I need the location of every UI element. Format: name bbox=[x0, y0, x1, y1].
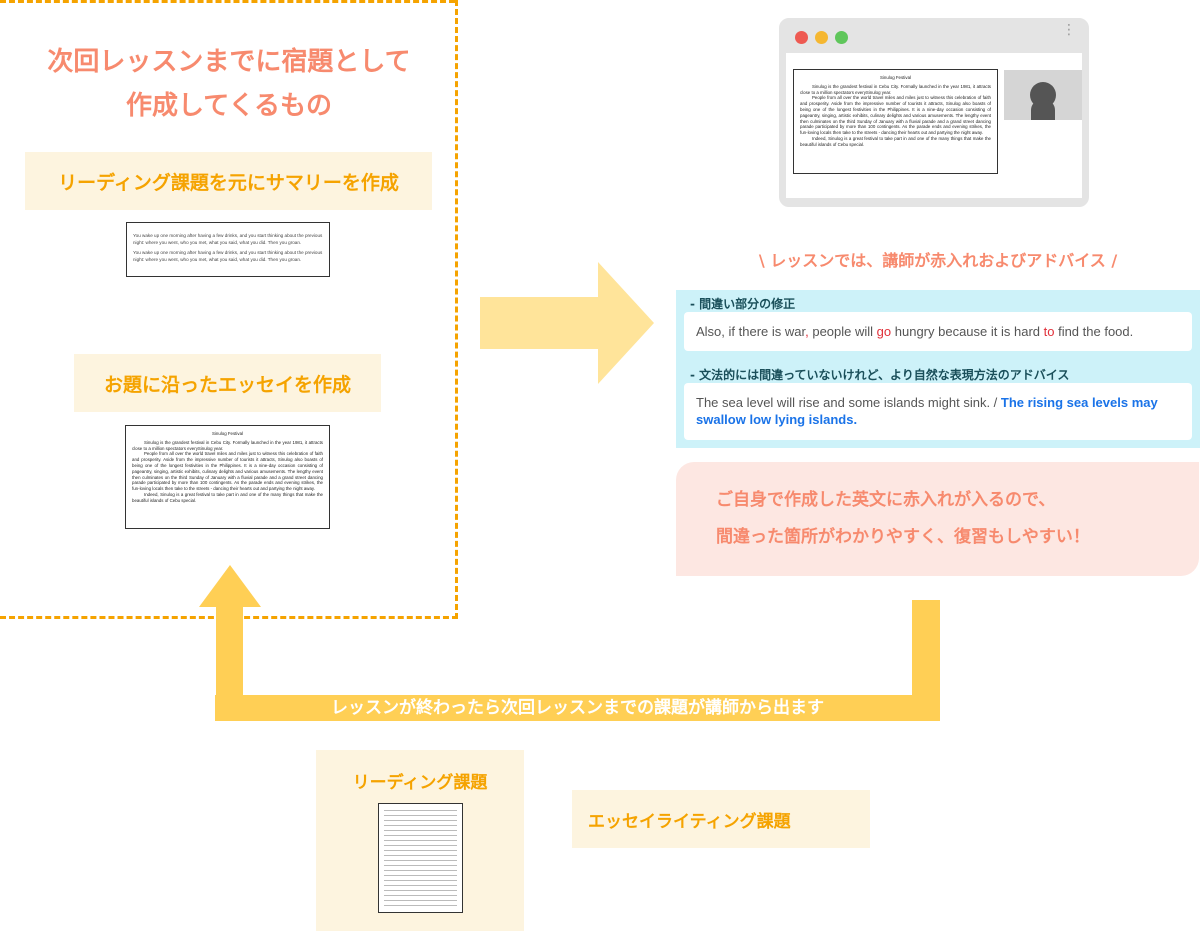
essay-label: お題に沿ったエッセイを作成 bbox=[74, 354, 381, 412]
benefit-callout: ご自身で作成した英文に赤入れが入るので、間違った箇所がわかりやすく、復習もしやす… bbox=[676, 462, 1199, 576]
right-arrow-icon bbox=[480, 262, 654, 384]
menu-icon: ⋮ bbox=[1062, 22, 1076, 38]
cycle-arrow-left bbox=[216, 605, 243, 697]
feedback-panel: - 間違い部分の修正 Also, if there is war, people… bbox=[676, 290, 1200, 448]
reading-task-card: リーディング課題 bbox=[316, 750, 524, 931]
reading-document bbox=[378, 803, 463, 913]
lesson-heading: \ レッスンでは、講師が赤入れおよびアドバイス / bbox=[758, 251, 1118, 270]
video-avatar-icon bbox=[1004, 70, 1082, 120]
essay-task-card: エッセイライティング課題 bbox=[572, 790, 870, 848]
homework-title: 次回レッスンまでに宿題として作成してくるもの bbox=[47, 47, 411, 121]
summary-label: リーディング課題を元にサマリーを作成 bbox=[25, 152, 432, 210]
summary-document: You wake up one morning after having a f… bbox=[126, 222, 330, 277]
up-arrow-icon bbox=[199, 565, 261, 607]
cycle-arrow-text: レッスンが終わったら次回レッスンまでの課題が講師から出ます bbox=[215, 695, 940, 721]
correction-card: Also, if there is war, people will go hu… bbox=[684, 312, 1192, 351]
advice-card: The sea level will rise and some islands… bbox=[684, 383, 1192, 440]
